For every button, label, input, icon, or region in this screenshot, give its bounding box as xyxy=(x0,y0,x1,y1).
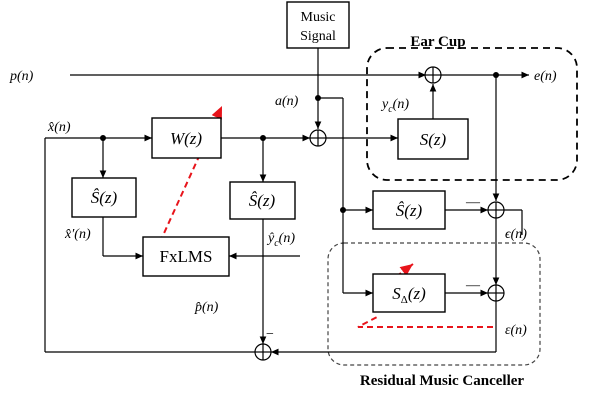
svg-text:FxLMS: FxLMS xyxy=(160,247,213,266)
e-label: e(n) xyxy=(534,69,557,84)
y-c-label: yc(n) xyxy=(380,97,409,115)
x-hat-prime-label: x̂′(n) xyxy=(64,227,91,242)
sum-junction-ear xyxy=(424,66,442,84)
residual-error-path xyxy=(357,316,493,328)
minus-sign-sdelta: — xyxy=(465,278,481,293)
svg-text:Ŝ(z): Ŝ(z) xyxy=(91,188,118,207)
svg-text:SΔ(z): SΔ(z) xyxy=(392,284,426,306)
w-filter-block: W(z) xyxy=(151,117,222,159)
branch-nodes xyxy=(100,72,499,213)
svg-text:S(z): S(z) xyxy=(420,130,447,149)
fxlms-block: FxLMS xyxy=(142,236,230,277)
s-path-block: S(z) xyxy=(397,118,469,160)
sum-junction-shat xyxy=(487,201,505,219)
sum-junction-music xyxy=(309,129,327,147)
s-hat-right-block: Ŝ(z) xyxy=(372,190,446,230)
p-label: p(n) xyxy=(9,69,34,84)
s-hat-mid-block: Ŝ(z) xyxy=(229,181,296,220)
signal-wires xyxy=(44,48,529,356)
music-signal-block: Music Signal xyxy=(286,1,350,49)
minus-sign-bottom: − xyxy=(266,327,274,342)
eps2-label: ε(n) xyxy=(505,323,527,338)
svg-text:Ŝ(z): Ŝ(z) xyxy=(396,201,423,220)
svg-text:Ŝ(z): Ŝ(z) xyxy=(249,191,276,210)
svg-text:Music: Music xyxy=(301,10,336,25)
p-hat-label: p̂(n) xyxy=(194,300,219,315)
eps1-label: ϵ(n) xyxy=(505,227,527,242)
s-delta-block: SΔ(z) xyxy=(372,273,446,313)
residual-canceller-label: Residual Music Canceller xyxy=(360,373,524,389)
residual-canceller-region xyxy=(327,242,541,366)
y-c-hat-label: ŷc(n) xyxy=(266,231,295,249)
svg-text:W(z): W(z) xyxy=(170,129,202,148)
sum-junction-sdelta xyxy=(487,284,505,302)
x-hat-label: x̂(n) xyxy=(47,120,71,135)
ear-cup-region xyxy=(366,47,578,181)
svg-text:Signal: Signal xyxy=(300,29,336,44)
sum-junction-bottom xyxy=(254,343,272,361)
ear-cup-label: Ear Cup xyxy=(410,34,465,50)
a-label: a(n) xyxy=(275,94,299,109)
s-hat-left-block: Ŝ(z) xyxy=(71,177,137,218)
minus-sign-shat: — xyxy=(465,195,481,210)
